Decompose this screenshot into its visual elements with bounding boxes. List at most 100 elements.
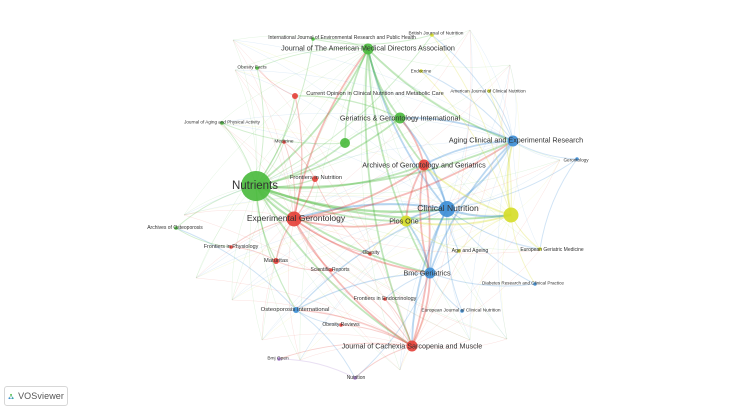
node-diabetes-research[interactable] bbox=[533, 282, 537, 286]
node-gerontology[interactable] bbox=[575, 157, 579, 161]
network-link bbox=[411, 249, 541, 347]
network-link bbox=[293, 218, 413, 347]
label-obesity: Obesity bbox=[363, 250, 380, 256]
network-link bbox=[183, 48, 369, 216]
network-link bbox=[249, 185, 263, 341]
node-bjn[interactable] bbox=[430, 33, 434, 37]
vosviewer-name: VOSviewer bbox=[18, 391, 64, 401]
node-bmc-geriatrics[interactable] bbox=[424, 267, 436, 279]
network-link bbox=[255, 185, 401, 371]
node-ejcn[interactable] bbox=[460, 309, 464, 313]
node-aging-activity[interactable] bbox=[220, 121, 224, 125]
network-link bbox=[411, 64, 511, 347]
network-link bbox=[232, 39, 514, 142]
node-ijerph[interactable] bbox=[311, 37, 315, 41]
network-link bbox=[367, 48, 401, 119]
node-archives-gerontology[interactable] bbox=[418, 159, 430, 171]
label-archives-gerontology: Archives of Gerontology and Geriatrics bbox=[362, 161, 486, 170]
network-link bbox=[293, 48, 369, 220]
node-archives-osteoporosis[interactable] bbox=[174, 226, 178, 230]
node-bmj-open[interactable] bbox=[277, 357, 281, 361]
node-obesity-facts[interactable] bbox=[255, 66, 259, 70]
node-osteoporosis-intl[interactable] bbox=[293, 307, 299, 313]
node-european-geriatric[interactable] bbox=[538, 247, 542, 251]
node-yellow-big[interactable] bbox=[503, 207, 519, 223]
node-maturitas[interactable] bbox=[273, 258, 279, 264]
network-link bbox=[293, 218, 431, 274]
network-link bbox=[294, 95, 401, 119]
network-link bbox=[230, 218, 295, 248]
node-frontiers-nutrition[interactable] bbox=[312, 176, 318, 182]
label-osteoporosis-intl: Osteoporosis International bbox=[261, 307, 330, 313]
network-link bbox=[469, 140, 514, 341]
network-link bbox=[261, 333, 413, 347]
network-link bbox=[234, 69, 514, 142]
node-plos-one[interactable] bbox=[400, 215, 412, 227]
network-nodes[interactable] bbox=[174, 33, 579, 380]
network-link bbox=[312, 34, 433, 45]
node-endocrine[interactable] bbox=[419, 69, 423, 73]
network-link bbox=[293, 29, 471, 220]
node-clinical-nutrition[interactable] bbox=[439, 201, 455, 217]
network-link bbox=[299, 344, 413, 361]
node-jamda[interactable] bbox=[362, 43, 374, 55]
label-jamda: Journal of The American Medical Director… bbox=[281, 44, 455, 53]
network-link bbox=[261, 48, 369, 341]
network-link bbox=[278, 342, 413, 360]
network-link bbox=[399, 117, 448, 210]
label-aging-clinical: Aging Clinical and Experimental Research bbox=[449, 136, 583, 145]
network-link bbox=[288, 218, 301, 361]
network-link bbox=[255, 185, 508, 340]
label-obesity-reviews: Obesity Reviews bbox=[322, 322, 360, 328]
node-current-opinion[interactable] bbox=[292, 93, 298, 99]
network-link bbox=[399, 116, 514, 142]
network-link bbox=[469, 29, 512, 216]
network-link bbox=[195, 140, 514, 279]
label-gerontology: Gerontology bbox=[563, 158, 589, 163]
node-cachexia[interactable] bbox=[406, 340, 418, 352]
network-link bbox=[399, 140, 514, 371]
network-link bbox=[293, 218, 541, 254]
node-medicine[interactable] bbox=[282, 140, 286, 144]
node-frontiers-physiology[interactable] bbox=[229, 245, 233, 249]
node-nutrients[interactable] bbox=[241, 171, 271, 201]
network-link bbox=[183, 214, 413, 347]
network-link bbox=[256, 67, 296, 97]
network-link bbox=[340, 324, 413, 347]
node-obesity-reviews[interactable] bbox=[339, 323, 343, 327]
vosviewer-badge[interactable]: VOSviewer bbox=[4, 386, 68, 406]
network-link bbox=[231, 299, 413, 347]
network-link bbox=[293, 95, 303, 220]
network-link bbox=[364, 48, 413, 347]
label-medicine: Medicine bbox=[274, 139, 294, 145]
node-aging-clinical[interactable] bbox=[507, 135, 519, 147]
network-link bbox=[183, 210, 295, 220]
network-link bbox=[255, 140, 514, 189]
network-link bbox=[255, 185, 431, 274]
node-geriatrics-intl[interactable] bbox=[394, 112, 406, 124]
network-link bbox=[445, 208, 463, 312]
network-link bbox=[255, 185, 413, 347]
label-cachexia: Journal of Cachexia Sarcopenia and Muscl… bbox=[342, 342, 483, 351]
node-scientific-reports[interactable] bbox=[329, 268, 333, 272]
network-link bbox=[261, 218, 295, 341]
network-link bbox=[299, 214, 512, 361]
node-ajcn[interactable] bbox=[487, 89, 491, 93]
network-link bbox=[431, 34, 514, 142]
network-link bbox=[469, 29, 514, 142]
node-green-mid[interactable] bbox=[340, 138, 350, 148]
network-link bbox=[255, 34, 433, 187]
node-frontiers-endo[interactable] bbox=[383, 297, 387, 301]
network-link bbox=[293, 218, 407, 228]
node-age-ageing[interactable] bbox=[457, 249, 461, 253]
network-link bbox=[509, 64, 517, 142]
node-experimental-gerontology[interactable] bbox=[286, 211, 302, 227]
network-link bbox=[361, 48, 401, 371]
label-obesity-facts: Obesity Facts bbox=[237, 65, 267, 71]
network-links bbox=[175, 29, 578, 379]
node-obesity[interactable] bbox=[368, 252, 372, 256]
node-nutrition[interactable] bbox=[353, 376, 357, 380]
network-link bbox=[411, 29, 472, 347]
network-link bbox=[367, 48, 471, 341]
